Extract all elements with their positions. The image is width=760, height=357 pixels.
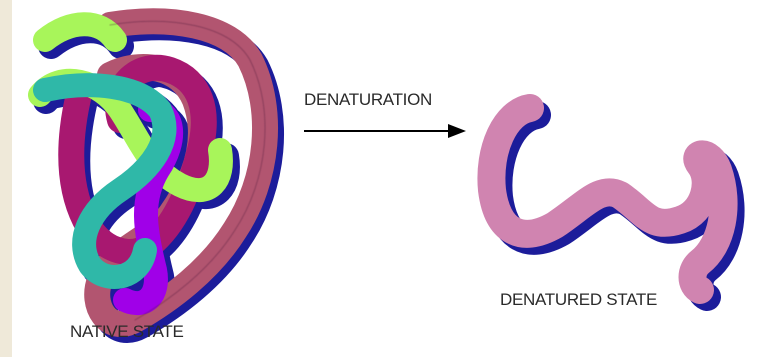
denatured-state-chain [491,108,730,297]
denatured-state-label: DENATURED STATE [500,290,657,310]
figure-panel: NATIVE STATE DENATURATION DENATURED STAT… [12,0,760,357]
denaturation-arrow [304,124,466,138]
native-state-label: NATIVE STATE [70,322,184,342]
denaturation-label: DENATURATION [304,90,432,110]
native-state-coil [40,21,271,330]
